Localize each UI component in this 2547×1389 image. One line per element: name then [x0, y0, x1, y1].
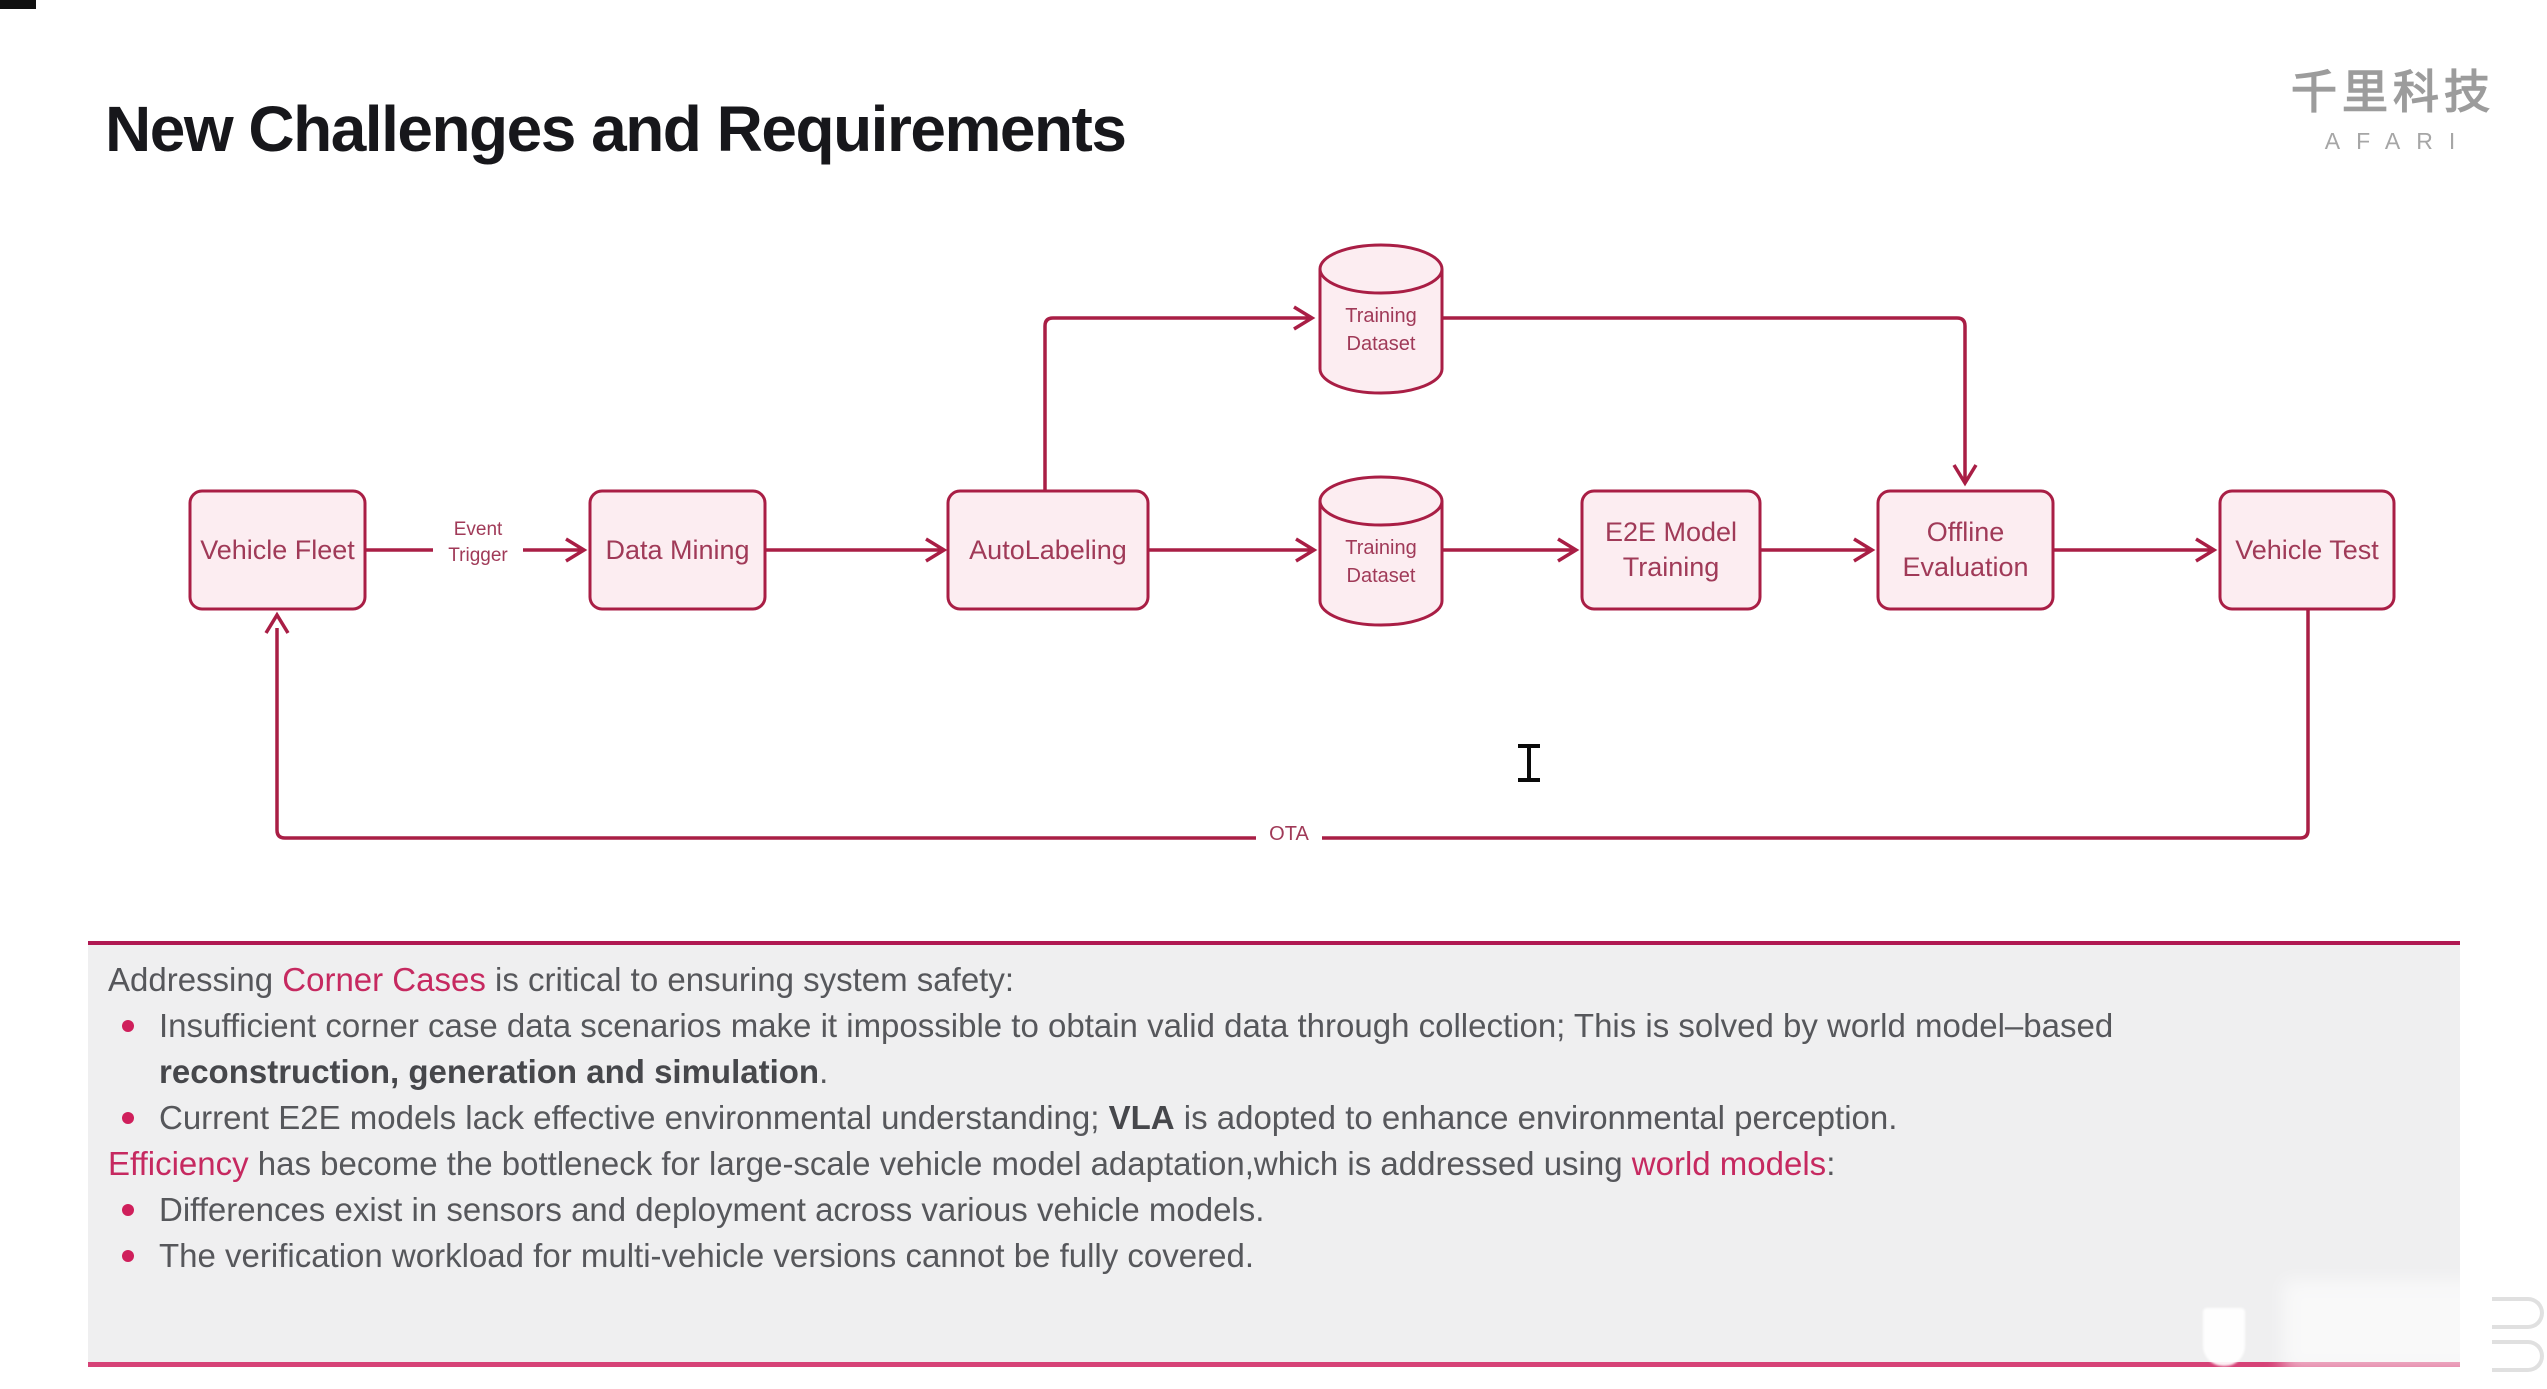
edge-fleet-to-mining [365, 537, 588, 563]
node-data-mining-shape [588, 489, 767, 611]
edge-dataset-to-e2e [1442, 537, 1580, 563]
node-vehicle-test-shape [2218, 489, 2396, 611]
edge-label-event-trigger-line1: Event [453, 519, 503, 540]
bullet2-bold: VLA [1108, 1099, 1175, 1136]
node-e2e-model-training-shape [1580, 489, 1762, 611]
node-vehicle-fleet-label: Vehicle Fleet [200, 534, 355, 565]
edge-label-ota: OTA [1269, 823, 1309, 845]
brand-logo: 千里科技 AFARI [2288, 56, 2498, 155]
bullet-dot [122, 1112, 134, 1124]
bullet-dot [122, 1250, 134, 1262]
edge-ota-loop-left [264, 611, 1256, 840]
edge-mining-to-autolabeling [765, 537, 948, 563]
node-offline-evaluation-shape [1876, 489, 2055, 611]
node-vehicle-fleet-shape [188, 489, 367, 611]
summary-panel: Addressing Corner Cases is critical to e… [88, 941, 2460, 1367]
bullet-dot [122, 1204, 134, 1216]
edge-label-event-trigger: Event Trigger [418, 517, 538, 569]
brand-logo-cn: 千里科技 [2291, 66, 2495, 118]
edge-e2e-to-offline [1760, 537, 1876, 563]
bullet1-post: . [819, 1053, 829, 1090]
watermark-glyph [2492, 1297, 2544, 1329]
edge-ota-loop-right [1322, 609, 2310, 840]
bullet-item-3: Differences exist in sensors and deploym… [108, 1187, 2436, 1233]
nodes [188, 243, 2396, 627]
node-offline-evaluation-label: Offline Evaluation [1902, 517, 2029, 582]
bullet1-text: Insufficient corner case data scenarios … [159, 1007, 2114, 1044]
bullet4-text: The verification workload for multi-vehi… [159, 1237, 1254, 1274]
node-training-dataset-shape [1318, 475, 1444, 627]
edge-autolabeling-to-dataset-top [1043, 305, 1316, 491]
bullet-item-2: Current E2E models lack effective enviro… [108, 1095, 2436, 1141]
bullet2-text: Current E2E models lack effective enviro… [159, 1099, 1109, 1136]
screen-edge-artifact [0, 0, 36, 9]
bullet-item-1: Insufficient corner case data scenarios … [108, 1003, 2436, 1095]
node-training-dataset-top-shape [1318, 243, 1444, 395]
bullet2-post: is adopted to enhance environmental perc… [1174, 1099, 1898, 1136]
text-cursor [1518, 744, 1540, 782]
bullet-item-4: The verification workload for multi-vehi… [108, 1233, 2436, 1279]
node-training-dataset-label: Training Dataset [1345, 537, 1417, 587]
node-autolabeling-label: AutoLabeling [969, 534, 1127, 565]
bullet3-text: Differences exist in sensors and deploym… [159, 1191, 1265, 1228]
heading1-pre: Addressing [108, 961, 283, 998]
heading2-mid: has become the bottleneck for large-scal… [248, 1145, 1632, 1182]
panel-heading-efficiency: Efficiency has become the bottleneck for… [108, 1141, 2436, 1187]
node-data-mining-label: Data Mining [605, 534, 750, 565]
heading2-accent2: world models [1631, 1145, 1827, 1182]
page-title: New Challenges and Requirements [105, 93, 1127, 165]
edge-offline-to-test [2053, 537, 2218, 563]
panel-heading-corner-cases: Addressing Corner Cases is critical to e… [108, 957, 2436, 1003]
connectors [264, 305, 2310, 840]
watermark-glyph [2492, 1340, 2544, 1372]
bullet1-bold: reconstruction, generation and simulatio… [159, 1053, 820, 1090]
node-autolabeling-shape [946, 489, 1150, 611]
node-vehicle-test-label: Vehicle Test [2235, 534, 2379, 565]
bullet-dot [122, 1020, 134, 1032]
heading2-accent1: Efficiency [108, 1145, 249, 1182]
heading2-post: : [1826, 1145, 1836, 1182]
edge-autolabeling-to-dataset [1148, 537, 1318, 563]
brand-logo-en: AFARI [2324, 128, 2472, 154]
node-e2e-model-training-label: E2E Model Training [1604, 517, 1738, 582]
heading1-accent: Corner Cases [282, 961, 486, 998]
node-training-dataset-top-label: Training Dataset [1345, 305, 1417, 355]
edge-label-event-trigger-line2: Trigger [448, 545, 508, 566]
heading1-post: is critical to ensuring system safety: [485, 961, 1015, 998]
edge-dataset-top-to-offline-evaluation [1442, 316, 1978, 487]
watermark-bar [2203, 1308, 2245, 1366]
